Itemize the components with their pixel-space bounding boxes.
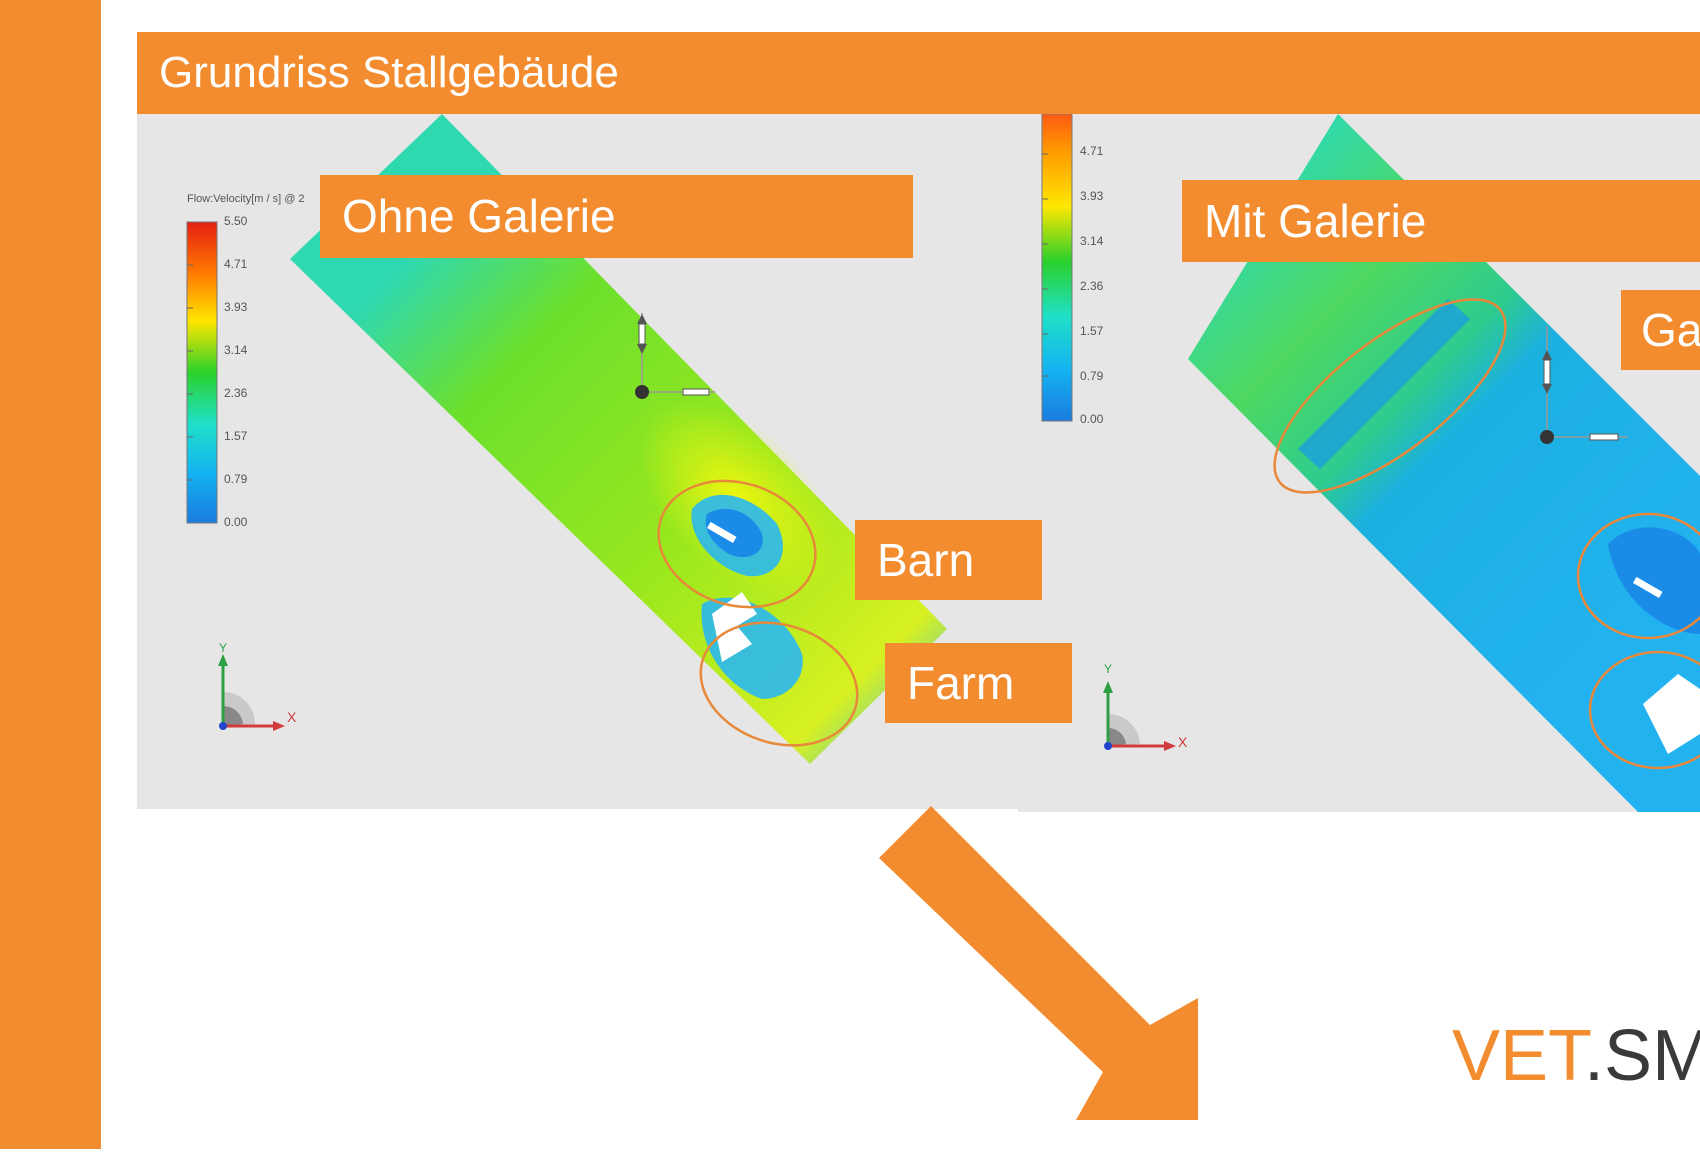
label-ohne-galerie: Ohne Galerie: [320, 175, 913, 258]
farm-highlight-ellipse: [1588, 650, 1700, 770]
legend-tick: 4.71: [1080, 144, 1104, 158]
axis-triad-left: [218, 654, 285, 731]
flow-simulation-plot: [1041, 114, 1700, 812]
view-coordinate-marker: [1540, 326, 1628, 444]
page-title: Grundriss Stallgebäude: [137, 32, 1700, 114]
legend-tick: 5.50: [224, 214, 248, 228]
gallery-highlight-ellipse: [1273, 298, 1507, 494]
legend-tick: 1.57: [1080, 324, 1104, 338]
label-gallery-partial: Ga: [1621, 290, 1700, 370]
legend-tick: 1.57: [224, 429, 248, 443]
legend-tick: 3.93: [1080, 189, 1104, 203]
legend-tick: 3.14: [224, 343, 248, 357]
barn-highlight-ellipse: [657, 479, 817, 609]
legend-tick: 0.00: [1080, 412, 1104, 426]
axis-y-label: Y: [1104, 662, 1113, 676]
legend-tick: 0.79: [224, 472, 248, 486]
view-coordinate-marker: [635, 313, 715, 399]
axis-triad-right: [1103, 681, 1176, 751]
side-accent-bar: [0, 0, 101, 1149]
legend-title: Flow:Velocity[m / s] @ 2: [187, 193, 305, 205]
barn-highlight-ellipse: [1576, 512, 1700, 640]
axis-x-label: X: [287, 709, 297, 725]
flow-simulation-plot: [186, 114, 947, 764]
legend-tick: 0.79: [1080, 369, 1104, 383]
axis-x-label: X: [1178, 734, 1188, 750]
legend-tick: 3.93: [224, 300, 248, 314]
legend-tick: 2.36: [224, 386, 248, 400]
farm-highlight-ellipse: [699, 621, 859, 747]
axis-y-label: Y: [219, 641, 228, 655]
legend-tick: 0.00: [224, 515, 248, 529]
legend-tick: 3.14: [1080, 234, 1104, 248]
label-farm: Farm: [885, 643, 1072, 723]
vet-smart-logo: VET.SMA: [1452, 1016, 1700, 1096]
label-barn: Barn: [855, 520, 1042, 600]
legend-tick: 2.36: [1080, 279, 1104, 293]
flow-domain-strip: [1188, 114, 1700, 812]
label-mit-galerie: Mit Galerie: [1182, 180, 1700, 262]
legend-tick: 4.71: [224, 257, 248, 271]
